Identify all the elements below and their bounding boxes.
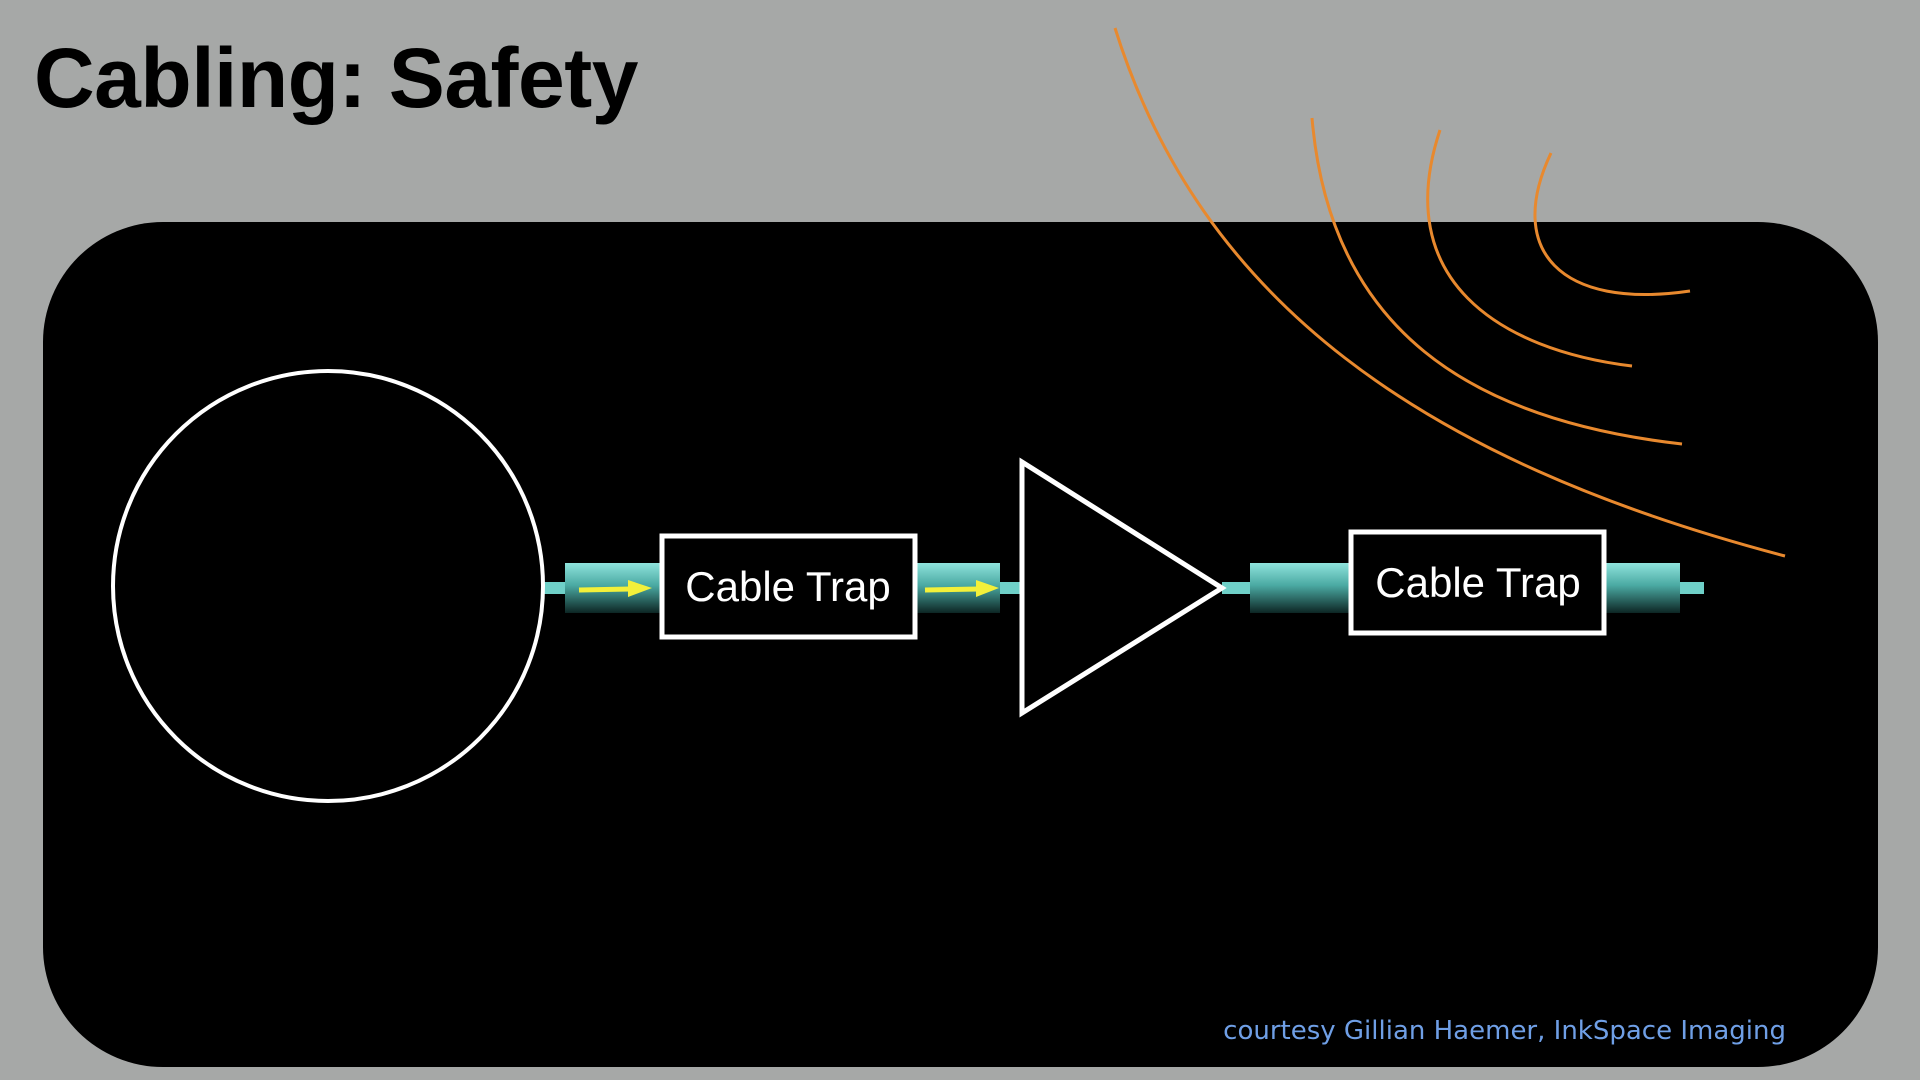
current-arrow-2 [924,580,999,597]
cable-segment-3 [1250,563,1351,613]
field-line-1 [1113,27,1786,558]
cable-line-1 [543,582,565,594]
cable-trap-2-label: Cable Trap [1375,559,1580,606]
field-line-4 [1533,152,1691,296]
cable-line-3 [1222,582,1250,594]
field-line-2 [1310,117,1683,446]
amplifier-triangle [1019,457,1227,718]
cable-trap-1-label: Cable Trap [685,563,890,610]
field-line-3 [1426,129,1633,368]
cable-line-2 [1000,582,1022,594]
cable-trap-2-box [1348,529,1607,636]
rf-field-lines [1113,27,1786,558]
cable-segment-4 [1604,563,1680,613]
image-credit: courtesy Gillian Haemer, InkSpace Imagin… [1223,1016,1786,1046]
cable-line-4 [1680,582,1704,594]
coil-circle [111,369,545,803]
current-arrow-1 [578,580,652,597]
slide-title: Cabling: Safety [34,31,638,125]
diagram-panel [43,222,1878,1067]
cable-trap-1-box [659,533,918,640]
